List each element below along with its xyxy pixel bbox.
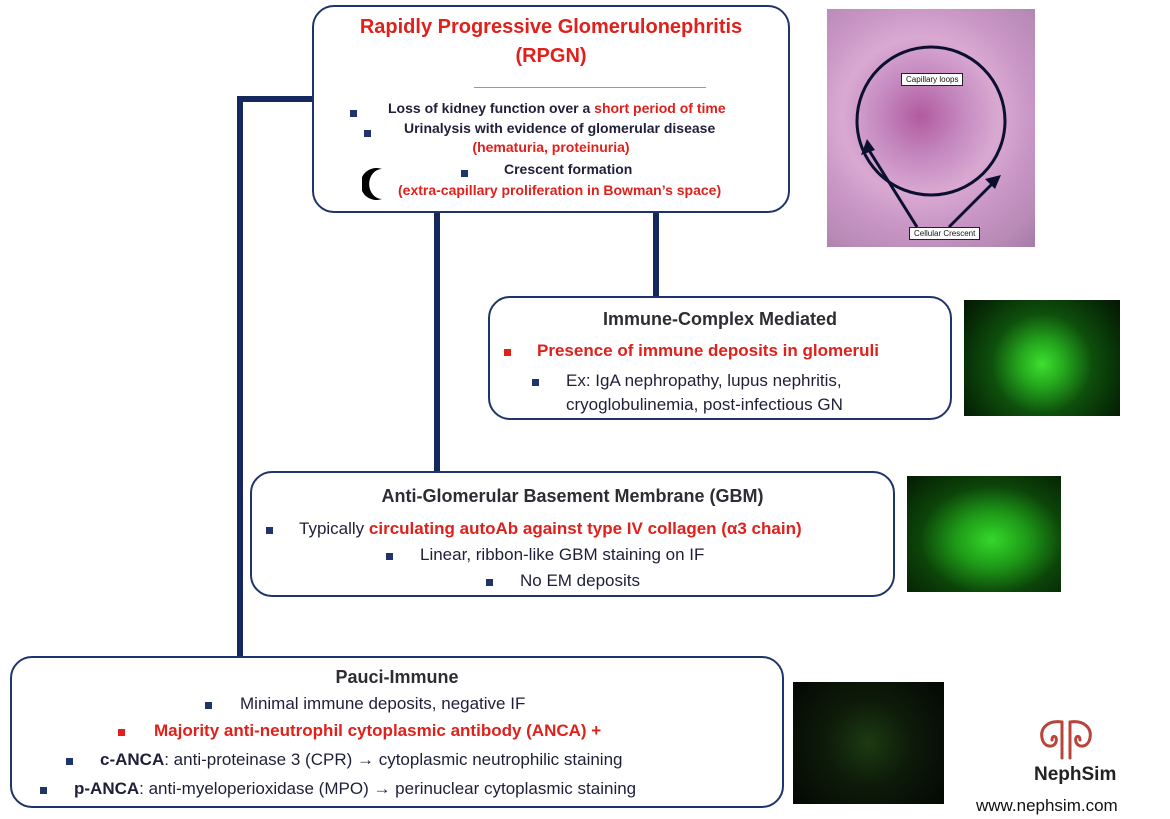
bullet-icon: [364, 130, 371, 137]
crescent-moon-icon: [362, 168, 382, 200]
p-anca-text: : anti-myeloperioxidase (MPO) → perinucl…: [139, 779, 637, 798]
rpgn-divider: [474, 87, 706, 88]
pauci-immune-box: Pauci-Immune Minimal immune deposits, ne…: [10, 656, 784, 808]
p-anca-label: p-ANCA: [74, 779, 140, 798]
connector-middle-vertical: [434, 212, 440, 472]
immune-complex-bullet2-line1: Ex: IgA nephropathy, lupus nephritis,: [566, 371, 842, 390]
histology-crescent-image: Capillary loops Cellular Crescent: [827, 9, 1035, 247]
histology-label-capillary-loops: Capillary loops: [901, 73, 964, 86]
anti-gbm-box: Anti-Glomerular Basement Membrane (GBM) …: [250, 471, 895, 597]
rpgn-bullet2-sub: (hematuria, proteinuria): [472, 139, 630, 155]
rpgn-bullet1-text: Loss of kidney function over a: [388, 100, 595, 116]
bullet-icon: [386, 553, 393, 560]
pauci-immune-bullet2: Majority anti-neutrophil cytoplasmic ant…: [154, 721, 602, 740]
pauci-immune-bullet3: c-ANCA: anti-proteinase 3 (CPR) → cytopl…: [100, 750, 623, 770]
bullet-icon: [504, 349, 511, 356]
bullet-icon: [461, 170, 468, 177]
anti-gbm-title: Anti-Glomerular Basement Membrane (GBM): [381, 486, 764, 506]
connector-left-horizontal: [237, 96, 315, 102]
rpgn-bullet1: Loss of kidney function over a short per…: [388, 100, 726, 116]
rpgn-bullet2: Urinalysis with evidence of glomerular d…: [404, 120, 716, 136]
bullet-icon: [532, 379, 539, 386]
rpgn-title-line2: (RPGN): [515, 45, 587, 67]
brand-url[interactable]: www.nephsim.com: [976, 796, 1118, 815]
anti-gbm-bullet1: Typically circulating autoAb against typ…: [299, 519, 802, 539]
anti-gbm-bullet3: No EM deposits: [520, 571, 640, 590]
rpgn-bullet1-highlight: short period of time: [594, 100, 726, 116]
connector-left-vertical: [237, 96, 243, 659]
bullet-icon: [486, 579, 493, 586]
pauci-immune-if-image: [793, 682, 944, 804]
immune-complex-title: Immune-Complex Mediated: [602, 309, 838, 329]
immune-complex-bullet2-line2: cryoglobulinemia, post-infectious GN: [566, 395, 843, 414]
histology-label-cellular-crescent: Cellular Crescent: [909, 227, 981, 240]
histology-annotation-overlay: [855, 45, 1007, 229]
bullet-icon: [118, 729, 125, 736]
kidney-logo-icon: [1040, 720, 1092, 760]
immune-complex-if-image: [964, 300, 1120, 416]
bullet-icon: [66, 758, 73, 765]
bullet-icon: [205, 702, 212, 709]
c-anca-text: : anti-proteinase 3 (CPR) → cytoplasmic …: [164, 750, 623, 769]
anti-gbm-bullet2: Linear, ribbon-like GBM staining on IF: [420, 545, 705, 564]
rpgn-box: Rapidly Progressive Glomerulonephritis (…: [312, 5, 790, 213]
bullet-icon: [266, 527, 273, 534]
anti-gbm-bullet1-text: Typically: [299, 519, 369, 538]
immune-complex-box: Immune-Complex Mediated Presence of immu…: [488, 296, 952, 420]
pauci-immune-bullet4: p-ANCA: anti-myeloperioxidase (MPO) → pe…: [74, 779, 636, 799]
rpgn-bullet3: Crescent formation: [504, 161, 633, 177]
anti-gbm-bullet1-highlight: circulating autoAb against type IV colla…: [368, 519, 802, 538]
immune-complex-bullet1: Presence of immune deposits in glomeruli: [537, 341, 879, 360]
rpgn-title-line1: Rapidly Progressive Glomerulonephritis: [359, 16, 743, 38]
rpgn-bullet3-sub: (extra-capillary proliferation in Bowman…: [398, 182, 722, 198]
c-anca-label: c-ANCA: [100, 750, 165, 769]
pauci-immune-title: Pauci-Immune: [335, 667, 459, 687]
anti-gbm-if-image: [907, 476, 1061, 592]
pauci-immune-bullet1: Minimal immune deposits, negative IF: [240, 694, 526, 713]
connector-right-vertical: [653, 212, 659, 298]
brand-name: NephSim: [1034, 764, 1117, 785]
bullet-icon: [40, 787, 47, 794]
bullet-icon: [350, 110, 357, 117]
